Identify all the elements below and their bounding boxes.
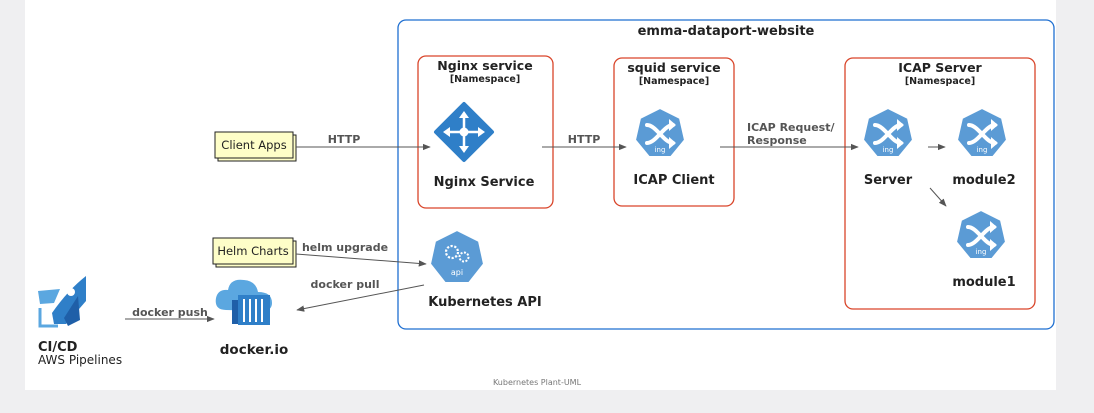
diagram-background xyxy=(25,0,1056,390)
cicd-sublabel: AWS Pipelines xyxy=(38,353,122,367)
nginx-icon xyxy=(434,102,494,162)
svg-text:ing: ing xyxy=(976,248,987,256)
edge-server-to-module1 xyxy=(929,187,947,207)
edge-label-http-2: HTTP xyxy=(568,133,601,146)
edge-label-docker-pull: docker pull xyxy=(311,278,380,291)
svg-text:ing: ing xyxy=(883,146,894,154)
svg-text:ing: ing xyxy=(977,146,988,154)
cluster-title: emma-dataport-website xyxy=(638,24,815,39)
ingress-icon: ing xyxy=(954,208,1008,261)
helm-charts-note: Helm Charts xyxy=(212,237,297,268)
kubernetes-api-node: api Kubernetes API xyxy=(428,228,542,310)
group-icap-subtitle: [Namespace] xyxy=(905,76,975,87)
edge-kube-api-to-docker xyxy=(296,284,425,312)
client-apps-note: Client Apps xyxy=(214,131,297,162)
svg-text:ing: ing xyxy=(655,146,666,154)
edge-label-docker-push: docker push xyxy=(132,306,208,319)
kubernetes-api-icon: api xyxy=(428,228,486,284)
client-apps-label: Client Apps xyxy=(221,138,286,152)
cicd-node: CI/CD AWS Pipelines xyxy=(38,276,122,367)
edge-helm-to-kube-api xyxy=(295,253,427,267)
container-registry-icon xyxy=(215,279,272,325)
server-label: Server xyxy=(864,173,913,188)
group-icap-title: ICAP Server xyxy=(898,60,982,75)
ingress-icon: ing xyxy=(955,106,1009,159)
module1-label: module1 xyxy=(952,275,1015,290)
edge-label-icap-request: ICAP Request/ xyxy=(747,121,835,134)
cluster-emma-dataport-website xyxy=(397,19,1055,330)
group-nginx-subtitle: [Namespace] xyxy=(450,74,520,85)
cicd-label: CI/CD xyxy=(38,340,78,355)
module1-node: ing module1 xyxy=(952,208,1016,290)
edge-label-http-1: HTTP xyxy=(328,133,361,146)
nginx-service-node: Nginx Service xyxy=(434,102,535,190)
group-squid-title: squid service xyxy=(627,60,720,75)
docker-io-node: docker.io xyxy=(215,279,288,358)
group-squid-service xyxy=(613,57,735,207)
nginx-service-label: Nginx Service xyxy=(434,175,535,190)
kubernetes-api-label: Kubernetes API xyxy=(428,295,541,310)
ingress-icon: ing xyxy=(861,106,915,159)
server-node: ing Server xyxy=(861,106,915,188)
helm-charts-label: Helm Charts xyxy=(217,244,288,258)
diagram-footer: Kubernetes Plant-UML xyxy=(493,378,582,387)
icap-client-label: ICAP Client xyxy=(633,173,714,188)
group-squid-subtitle: [Namespace] xyxy=(639,76,709,87)
group-icap-server xyxy=(844,57,1036,310)
module2-label: module2 xyxy=(952,173,1015,188)
svg-text:api: api xyxy=(451,268,463,277)
group-nginx-service xyxy=(417,55,554,209)
icap-client-node: ing ICAP Client xyxy=(633,106,715,188)
pipelines-rocket-icon xyxy=(38,276,86,328)
docker-io-label: docker.io xyxy=(220,342,288,358)
edge-label-icap-response: Response xyxy=(747,134,807,147)
edge-label-helm-upgrade: helm upgrade xyxy=(302,241,388,254)
group-nginx-title: Nginx service xyxy=(437,58,532,73)
module2-node: ing module2 xyxy=(952,106,1016,188)
ingress-icon: ing xyxy=(633,106,687,159)
